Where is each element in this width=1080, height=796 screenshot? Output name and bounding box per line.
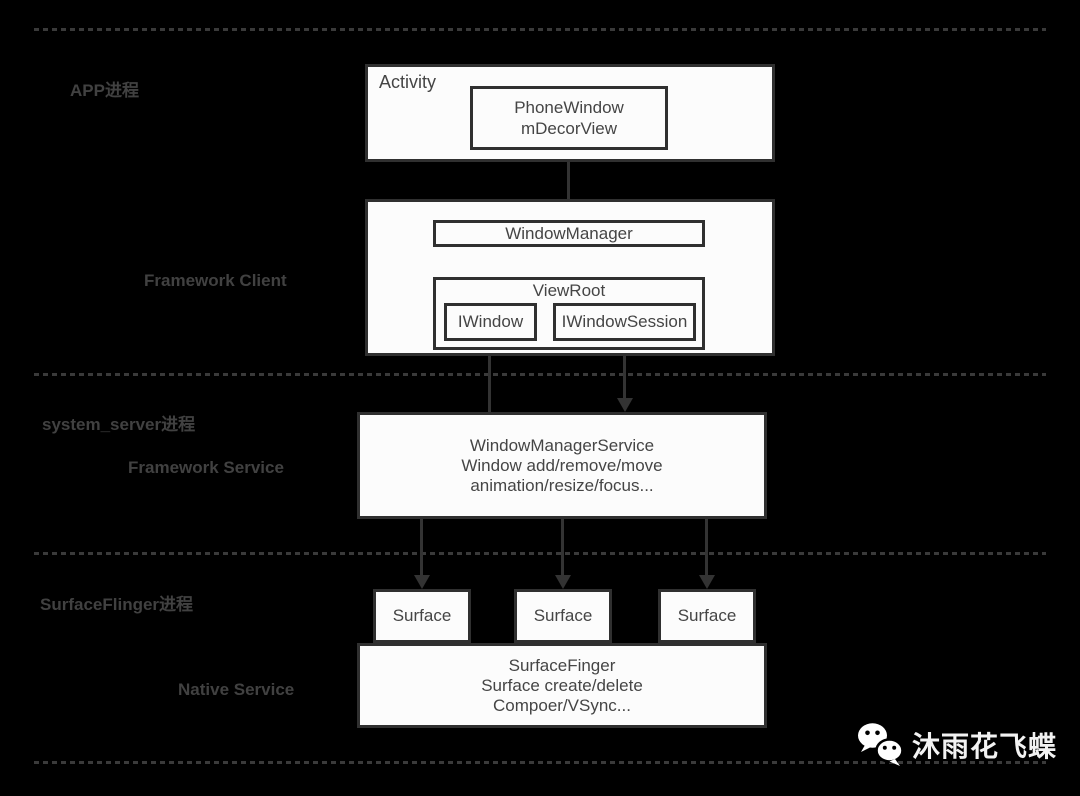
section-divider-client-server [34,373,1046,376]
phonewindow-box: PhoneWindow mDecorView [470,86,668,150]
iwindow-label: IWindow [457,312,524,331]
arrow-wms-to-surface-3 [699,519,715,589]
iwindow-box: IWindow [444,303,537,341]
watermark: 沐雨花飞蝶 [856,722,1057,768]
surface-box-1: Surface [373,589,471,643]
watermark-text: 沐雨花飞蝶 [912,731,1058,762]
arrow-iwindowsession-to-wms [617,341,633,412]
activity-box: Activity PhoneWindow mDecorView [365,64,775,162]
surfacefinger-line2: Surface create/delete [481,675,643,695]
iwindowsession-box: IWindowSession [553,303,696,341]
iwindowsession-label: IWindowSession [561,312,688,331]
activity-title: Activity [379,72,437,92]
windowmanager-box: WindowManager [433,220,705,247]
surface-box-3: Surface [658,589,756,643]
section-divider-bottom [34,761,1046,764]
windowmanager-label: WindowManager [505,223,633,243]
wechat-icon [856,722,908,768]
mdecorview-label: mDecorView [520,119,618,138]
windowmanagerservice-box: WindowManagerService Window add/remove/m… [357,412,767,519]
wms-line2: Window add/remove/move [461,455,663,475]
surface-label-3: Surface [677,606,737,625]
label-framework-service: Framework Service [128,458,284,477]
surfacefinger-box: SurfaceFinger Surface create/delete Comp… [357,643,767,728]
framework-client-box: WindowManager ViewRoot IWindow IWindowSe… [365,199,775,356]
wms-line3: animation/resize/focus... [470,475,654,495]
label-app-process: APP进程 [70,81,139,100]
surface-box-2: Surface [514,589,612,643]
viewroot-box: ViewRoot IWindow IWindowSession [433,277,705,350]
wms-line1: WindowManagerService [469,435,655,455]
surfacefinger-line3: Compoer/VSync... [493,695,631,715]
surfacefinger-line1: SurfaceFinger [508,655,616,675]
arrow-wms-to-surface-2 [555,519,571,589]
label-native-service: Native Service [178,680,295,699]
section-divider-top [34,28,1046,31]
surface-label-1: Surface [392,606,452,625]
section-divider-server-surfaceflinger [34,552,1046,555]
label-system-server-process: system_server进程 [42,415,196,434]
arrow-wms-to-surface-1 [414,519,430,589]
label-surfaceflinger-process: SurfaceFlinger进程 [40,595,194,614]
viewroot-title: ViewRoot [532,281,606,300]
phonewindow-label: PhoneWindow [514,98,624,117]
surface-label-2: Surface [533,606,593,625]
label-framework-client: Framework Client [144,271,287,290]
